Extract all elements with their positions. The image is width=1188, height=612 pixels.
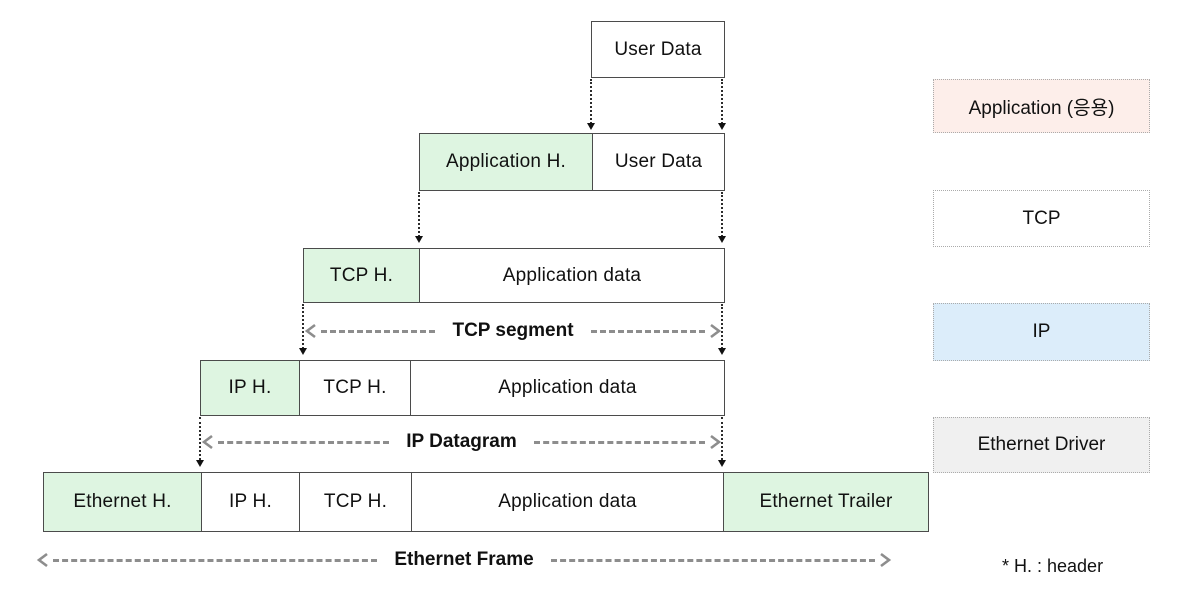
flow-arrow-down-icon — [717, 79, 726, 130]
tcp-header-cell: TCP H. — [299, 361, 410, 415]
legend-ip-label: IP — [1032, 321, 1051, 342]
layer-row-tcp: TCP H. Application data — [303, 248, 725, 303]
dashed-line — [590, 329, 706, 333]
application-header-cell: Application H. — [420, 134, 592, 190]
layer-row-ethernet: Ethernet H. IP H. TCP H. Application dat… — [43, 472, 929, 532]
dashed-line — [533, 440, 705, 444]
arrow-left-icon — [201, 434, 213, 450]
ethernet-header-cell: Ethernet H. — [44, 473, 201, 531]
tcp-segment-span: TCP segment — [304, 318, 722, 344]
arrow-right-icon — [710, 434, 722, 450]
ethernet-trailer-cell: Ethernet Trailer — [723, 473, 928, 531]
legend-ethernet-driver: Ethernet Driver — [933, 417, 1150, 473]
legend-tcp-label: TCP — [1022, 207, 1061, 229]
layer-row-application: Application H. User Data — [419, 133, 725, 191]
tcp-segment-label: TCP segment — [452, 320, 574, 341]
flow-arrow-down-icon — [414, 192, 423, 243]
tcp-header-cell: TCP H. — [304, 249, 419, 302]
legend-ethernet-driver-label: Ethernet Driver — [977, 434, 1106, 455]
arrow-left-icon — [304, 323, 316, 339]
arrow-right-icon — [880, 552, 892, 568]
ethernet-frame-label: Ethernet Frame — [394, 549, 534, 570]
ethernet-frame-span: Ethernet Frame — [36, 547, 892, 573]
legend-ip: IP — [933, 303, 1150, 361]
arrow-right-icon — [710, 323, 722, 339]
ip-header-cell: IP H. — [201, 361, 299, 415]
application-data-cell: Application data — [419, 249, 724, 302]
tcp-header-cell: TCP H. — [299, 473, 411, 531]
ip-datagram-span: IP Datagram — [201, 429, 722, 455]
flow-arrow-down-icon — [195, 417, 204, 467]
user-data-cell: User Data — [592, 134, 724, 190]
header-footnote: * H. : header — [1002, 556, 1104, 576]
ip-datagram-label: IP Datagram — [406, 431, 517, 452]
dashed-line — [321, 329, 436, 333]
layer-row-ip: IP H. TCP H. Application data — [200, 360, 725, 416]
flow-arrow-down-icon — [717, 417, 726, 467]
dashed-line — [218, 440, 390, 444]
dashed-line — [53, 558, 378, 562]
application-data-cell: Application data — [410, 361, 724, 415]
dashed-line — [550, 558, 875, 562]
flow-arrow-down-icon — [298, 304, 307, 355]
flow-arrow-down-icon — [586, 79, 595, 130]
legend-application-label: Application (응용) — [968, 97, 1115, 119]
legend-application: Application (응용) — [933, 79, 1150, 133]
user-data-cell: User Data — [592, 22, 724, 77]
legend-tcp: TCP — [933, 190, 1150, 247]
ip-header-cell: IP H. — [201, 473, 299, 531]
application-data-cell: Application data — [411, 473, 723, 531]
flow-arrow-down-icon — [717, 192, 726, 243]
flow-arrow-down-icon — [717, 304, 726, 355]
arrow-left-icon — [36, 552, 48, 568]
layer-row-user-data: User Data — [591, 21, 725, 78]
